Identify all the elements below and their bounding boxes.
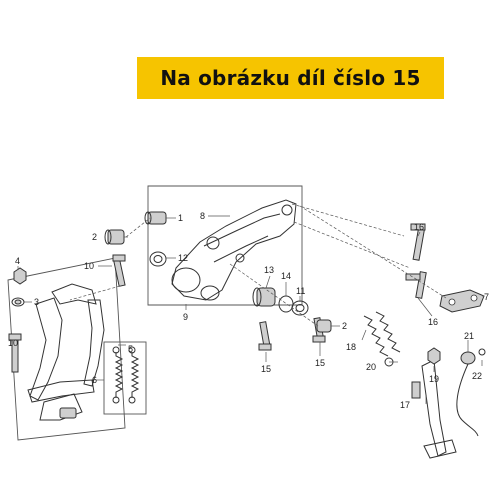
callout-15-center: 15 xyxy=(261,364,271,374)
bolt-15-center xyxy=(258,321,272,351)
bearing-13 xyxy=(252,287,276,307)
clip-22 xyxy=(478,348,486,356)
callout-8: 8 xyxy=(200,211,205,221)
callout-21: 21 xyxy=(464,331,474,341)
callout-17: 17 xyxy=(400,400,410,410)
left-assembly-frame xyxy=(7,257,126,441)
bushing-1 xyxy=(144,211,167,225)
nut-19 xyxy=(427,347,441,365)
callout-9: 9 xyxy=(183,312,188,322)
callout-16-lower: 16 xyxy=(428,317,438,327)
sidestand-switch xyxy=(456,351,479,437)
bracket-7 xyxy=(439,289,485,313)
callout-10-left: 10 xyxy=(8,338,18,348)
pivot-arm xyxy=(171,199,297,301)
callout-16-top: 16 xyxy=(414,222,424,232)
assembly-guide-4 xyxy=(299,205,447,299)
bolt-10-top xyxy=(112,254,126,287)
assembly-guide-1 xyxy=(291,203,405,237)
spring-frame xyxy=(103,341,147,415)
seal-12 xyxy=(149,251,167,267)
bushing-2-top xyxy=(104,229,125,245)
assembly-guide-3 xyxy=(229,263,319,327)
callout-2-right: 2 xyxy=(342,321,347,331)
callout-6: 6 xyxy=(92,375,97,385)
callout-4: 4 xyxy=(15,256,20,266)
bolt-10-left xyxy=(8,333,22,373)
bolt-16-top xyxy=(410,223,426,261)
callout-3: 3 xyxy=(34,297,39,307)
banner-text: Na obrázku díl číslo 15 xyxy=(160,66,421,90)
assembly-guide-6 xyxy=(69,285,121,301)
callout-19: 19 xyxy=(429,374,439,384)
callout-11: 11 xyxy=(296,286,305,296)
bushing-2-right xyxy=(316,319,332,333)
o-ring-14 xyxy=(278,295,294,313)
bolt-16-lower xyxy=(405,271,427,299)
callout-18: 18 xyxy=(346,342,356,352)
callout-22: 22 xyxy=(472,371,482,381)
assembly-guide-2 xyxy=(293,221,411,269)
nut-4 xyxy=(13,267,27,285)
callout-2-top: 2 xyxy=(92,232,97,242)
part-number-banner: Na obrázku díl číslo 15 xyxy=(137,57,444,99)
callout-12: 12 xyxy=(178,253,188,263)
springs-6 xyxy=(112,346,140,404)
assembly-guide-5 xyxy=(125,217,151,238)
callout-5: 5 xyxy=(128,344,133,354)
callout-1: 1 xyxy=(178,213,183,223)
callout-20: 20 xyxy=(366,362,376,372)
callout-13: 13 xyxy=(264,265,274,275)
washer-3 xyxy=(11,297,25,307)
callout-14: 14 xyxy=(281,271,291,281)
callout-7: 7 xyxy=(484,292,489,302)
callout-10-top: 10 xyxy=(84,261,94,271)
callout-15-right: 15 xyxy=(315,358,325,368)
spring-18 xyxy=(363,311,401,357)
center-assembly-frame xyxy=(147,185,303,306)
main-stand xyxy=(27,283,105,421)
